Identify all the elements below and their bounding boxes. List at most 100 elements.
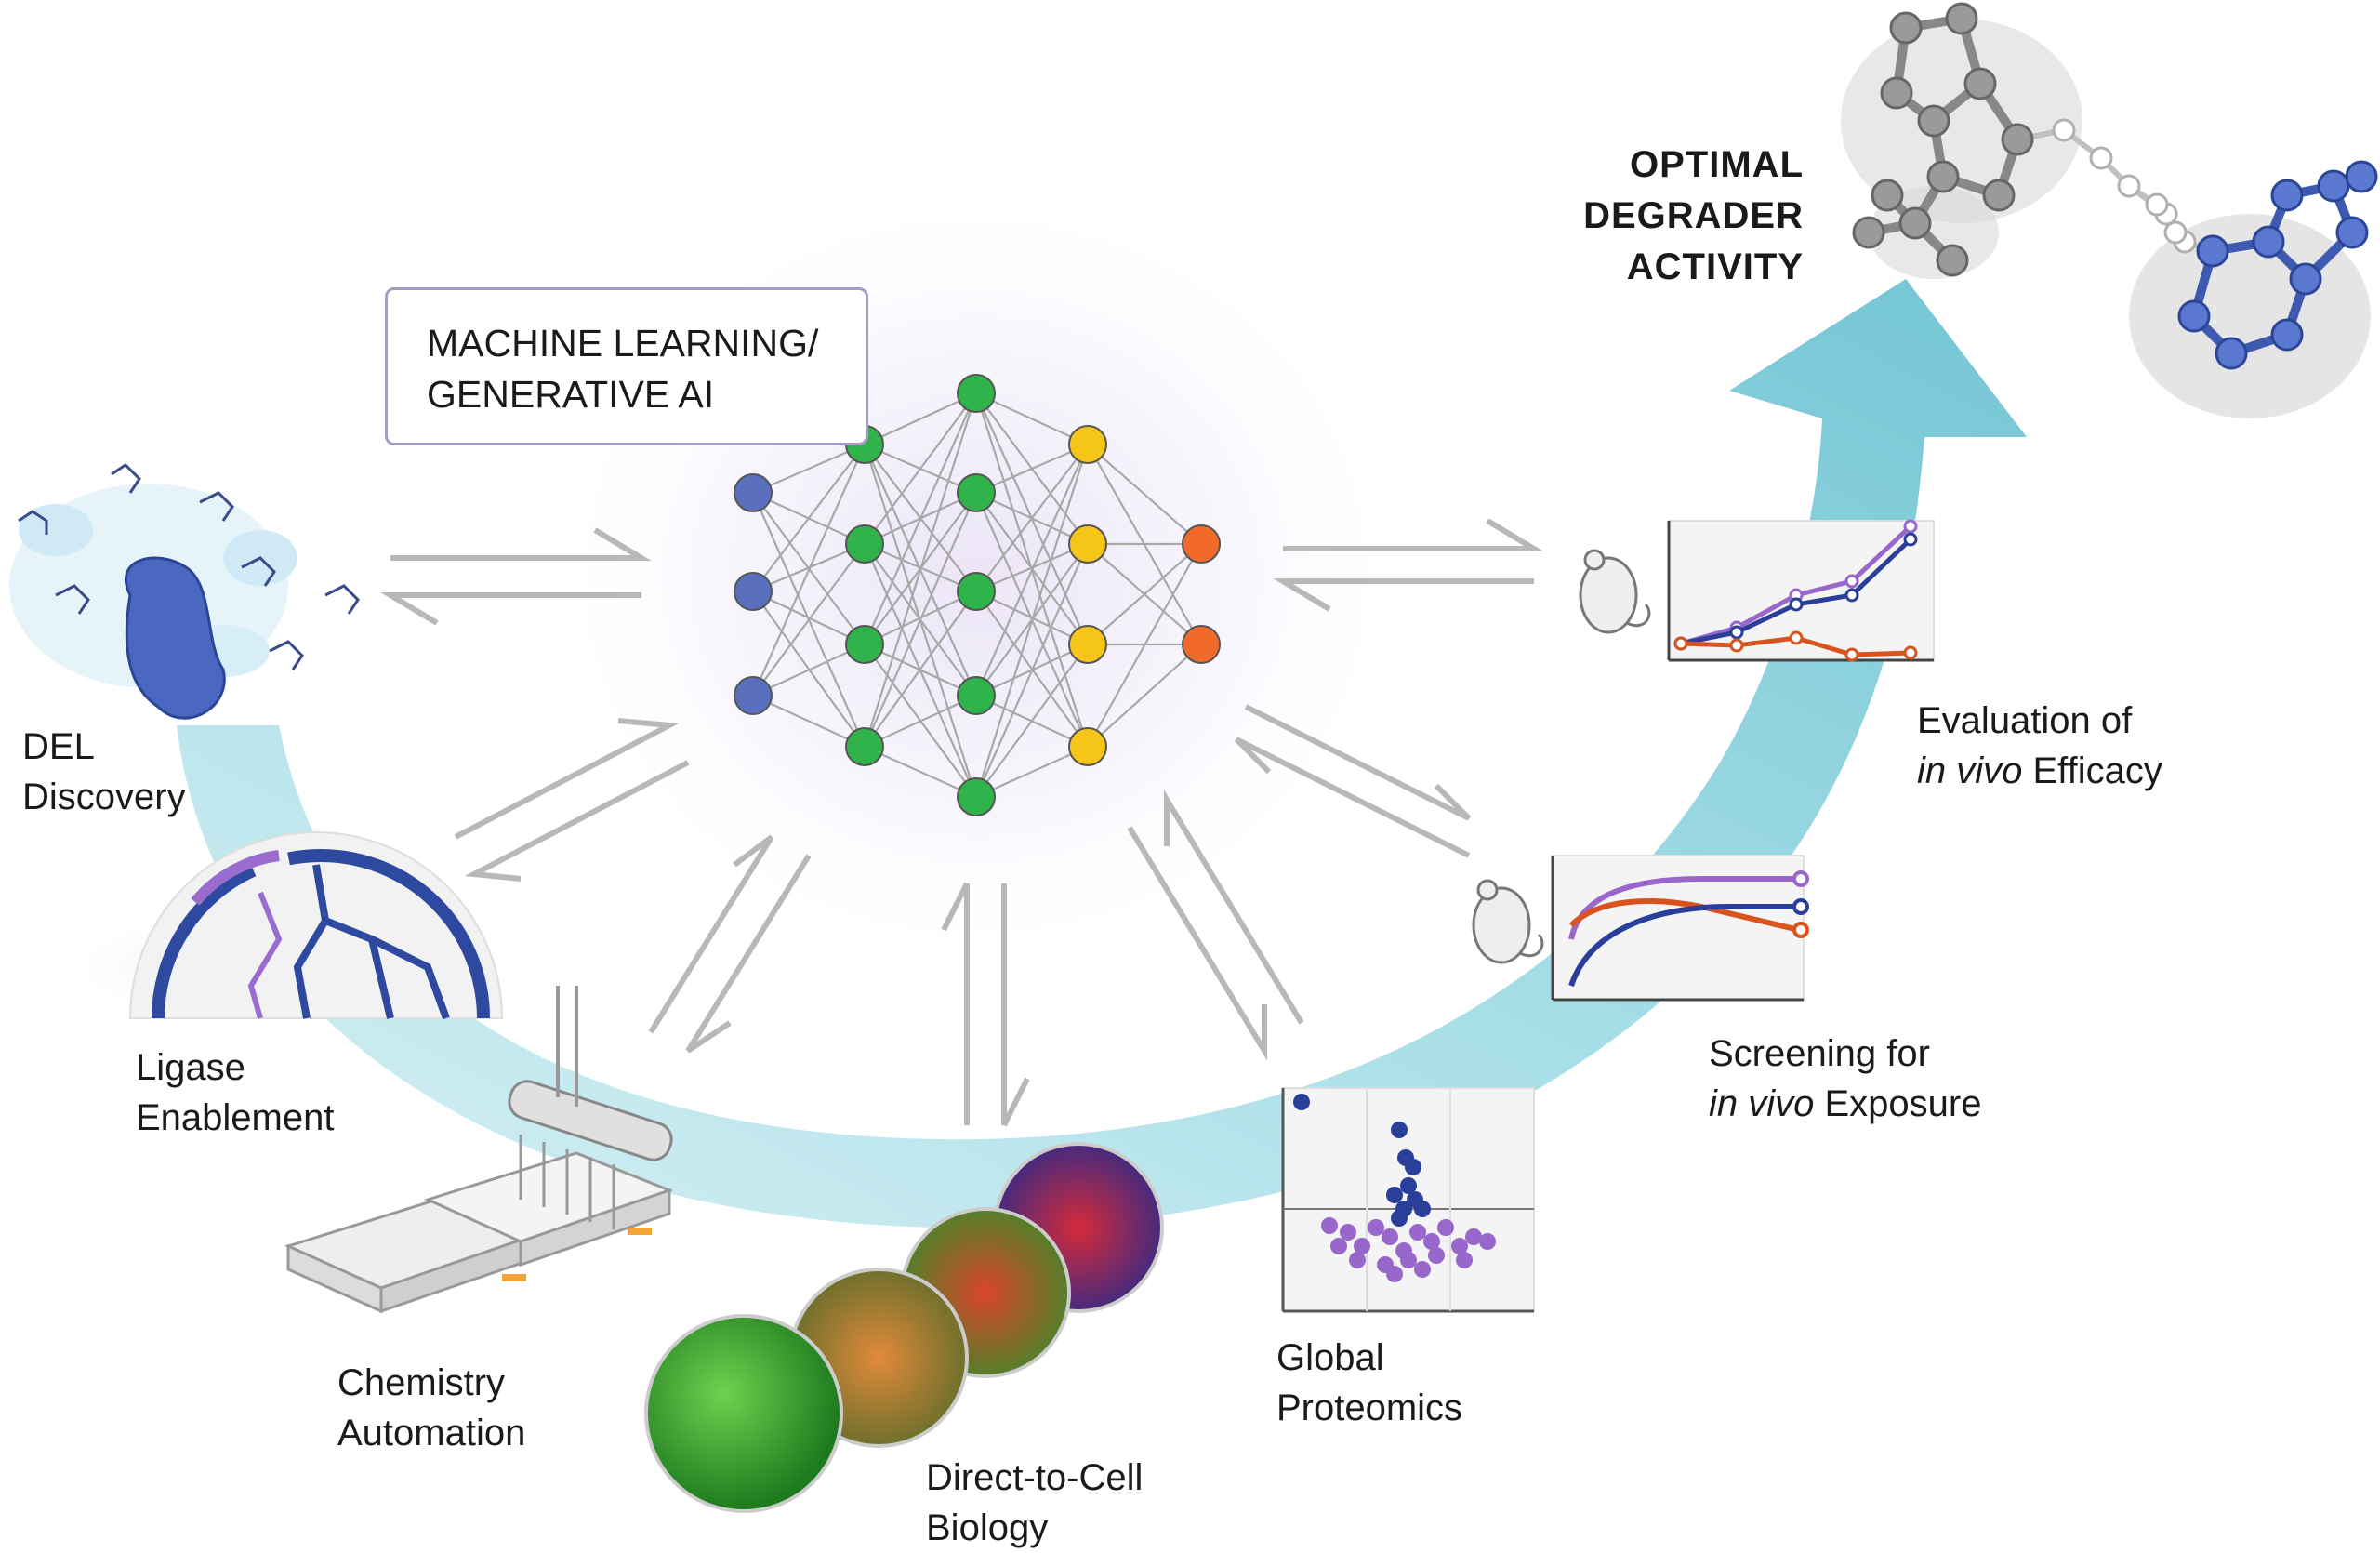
cell-biology-label: Direct-to-Cell Biology [926, 1453, 1143, 1553]
optimal-line1: OPTIMAL [1630, 144, 1804, 185]
network-edge [1087, 543, 1202, 645]
network-edge [752, 591, 866, 645]
optimal-degrader-label: OPTIMAL DEGRADER ACTIVITY [1543, 139, 1804, 293]
ml-label-line2: GENERATIVE AI [427, 373, 715, 416]
molecule-atom [2052, 118, 2076, 142]
proteomics-point [1428, 1247, 1445, 1264]
proteomics-point [1414, 1201, 1431, 1217]
exchange-arrow-chemistry [648, 834, 812, 1054]
network-edge [864, 591, 977, 748]
exposure-line2-rest: Exposure [1814, 1083, 1982, 1124]
node-hidden1 [845, 625, 884, 664]
efficacy-marker [1903, 519, 1918, 534]
molecule-atom [2335, 216, 2369, 249]
proteomics-point [1386, 1187, 1403, 1203]
molecule-atom [1936, 244, 1969, 277]
cell-image-1 [644, 1314, 843, 1513]
network-edge [1087, 444, 1202, 545]
proteomics-line1: Global [1276, 1337, 1384, 1378]
network-edge [752, 444, 866, 592]
network-edge [752, 644, 866, 697]
molecule-atom [2117, 174, 2141, 198]
molecule-atom [2145, 192, 2169, 217]
molecule-atom [1898, 206, 1932, 240]
molecule-atom [1871, 179, 1904, 212]
molecule-atom [1852, 216, 1885, 249]
efficacy-marker [1844, 588, 1859, 603]
network-edge [863, 392, 978, 748]
node-hidden2 [957, 473, 996, 512]
ligase-line2: Enablement [136, 1097, 335, 1138]
chemistry-automation-label: Chemistry Automation [337, 1358, 525, 1458]
exchange-arrow-ligase [454, 718, 690, 882]
molecule-atom [2317, 169, 2350, 203]
network-edge [975, 444, 1089, 592]
molecule-atom [1964, 67, 1997, 100]
proteomics-point [1386, 1266, 1403, 1282]
exposure-curve-orange [1568, 898, 1800, 933]
efficacy-line2-rest: Efficacy [2022, 750, 2162, 791]
efficacy-marker [1789, 630, 1804, 645]
proteomics-point [1409, 1224, 1426, 1241]
exposure-line1: Screening for [1709, 1033, 1930, 1074]
node-hidden3 [1068, 625, 1107, 664]
molecule-atom [2177, 299, 2211, 333]
proteomics-point [1354, 1238, 1370, 1254]
network-edges [751, 392, 1202, 799]
neural-network [734, 374, 1221, 816]
exposure-chart [1472, 855, 1809, 1002]
cell-biology-line2: Biology [926, 1507, 1049, 1548]
network-edge [863, 392, 978, 645]
network-edge [975, 392, 1089, 445]
proteomics-point [1293, 1094, 1310, 1110]
network-edge [752, 543, 866, 697]
mouse-icon [1472, 879, 1544, 964]
node-hidden1 [845, 524, 884, 564]
chemistry-line1: Chemistry [337, 1362, 506, 1403]
node-hidden1 [845, 727, 884, 766]
cell-biology-line1: Direct-to-Cell [926, 1457, 1144, 1498]
proteomics-point [1400, 1177, 1417, 1194]
node-output [1182, 524, 1221, 564]
molecule-atom [1889, 11, 1923, 45]
exchange-arrow-del [380, 527, 652, 626]
efficacy-marker [1903, 532, 1918, 547]
efficacy-line2-italic: in vivo [1917, 750, 2023, 791]
node-hidden2 [957, 572, 996, 611]
molecule-atom [1926, 160, 1960, 193]
proteomics-point [1437, 1219, 1454, 1236]
molecule-atom [2196, 234, 2229, 268]
network-edge [1087, 644, 1202, 748]
molecule-atom [1917, 104, 1950, 138]
node-hidden2 [957, 676, 996, 715]
exposure-screening-label: Screening for in vivo Exposure [1709, 1029, 1982, 1129]
proteomics-line2: Proteomics [1276, 1387, 1463, 1428]
network-edge [974, 444, 1090, 798]
network-edge [863, 492, 978, 748]
network-edge [975, 745, 1089, 799]
efficacy-marker [1729, 625, 1744, 640]
network-edge [752, 443, 866, 495]
network-edge [864, 392, 977, 445]
molecule-atom [2001, 123, 2034, 156]
optimal-line2: DEGRADER [1583, 195, 1804, 236]
molecule-atom [1880, 76, 1913, 110]
proteomics-point [1479, 1233, 1496, 1250]
efficacy-marker [1673, 636, 1688, 651]
molecule-atom [2089, 146, 2113, 170]
molecule-atom [2163, 220, 2188, 245]
proteomics-point [1400, 1252, 1417, 1268]
node-hidden2 [957, 374, 996, 413]
proteomics-point [1368, 1219, 1384, 1236]
exposure-curve-blue [1568, 904, 1799, 987]
proteomics-point [1423, 1233, 1440, 1250]
network-edge [1087, 543, 1202, 748]
network-edge [864, 392, 977, 545]
molecule-atom [1982, 179, 2016, 212]
node-output [1182, 625, 1221, 664]
ml-label-line1: MACHINE LEARNING/ [427, 322, 819, 365]
proteomics-point [1330, 1238, 1347, 1254]
molecule-atom [2289, 262, 2322, 296]
proteomics-point [1349, 1252, 1366, 1268]
proteomics-point [1391, 1122, 1408, 1138]
